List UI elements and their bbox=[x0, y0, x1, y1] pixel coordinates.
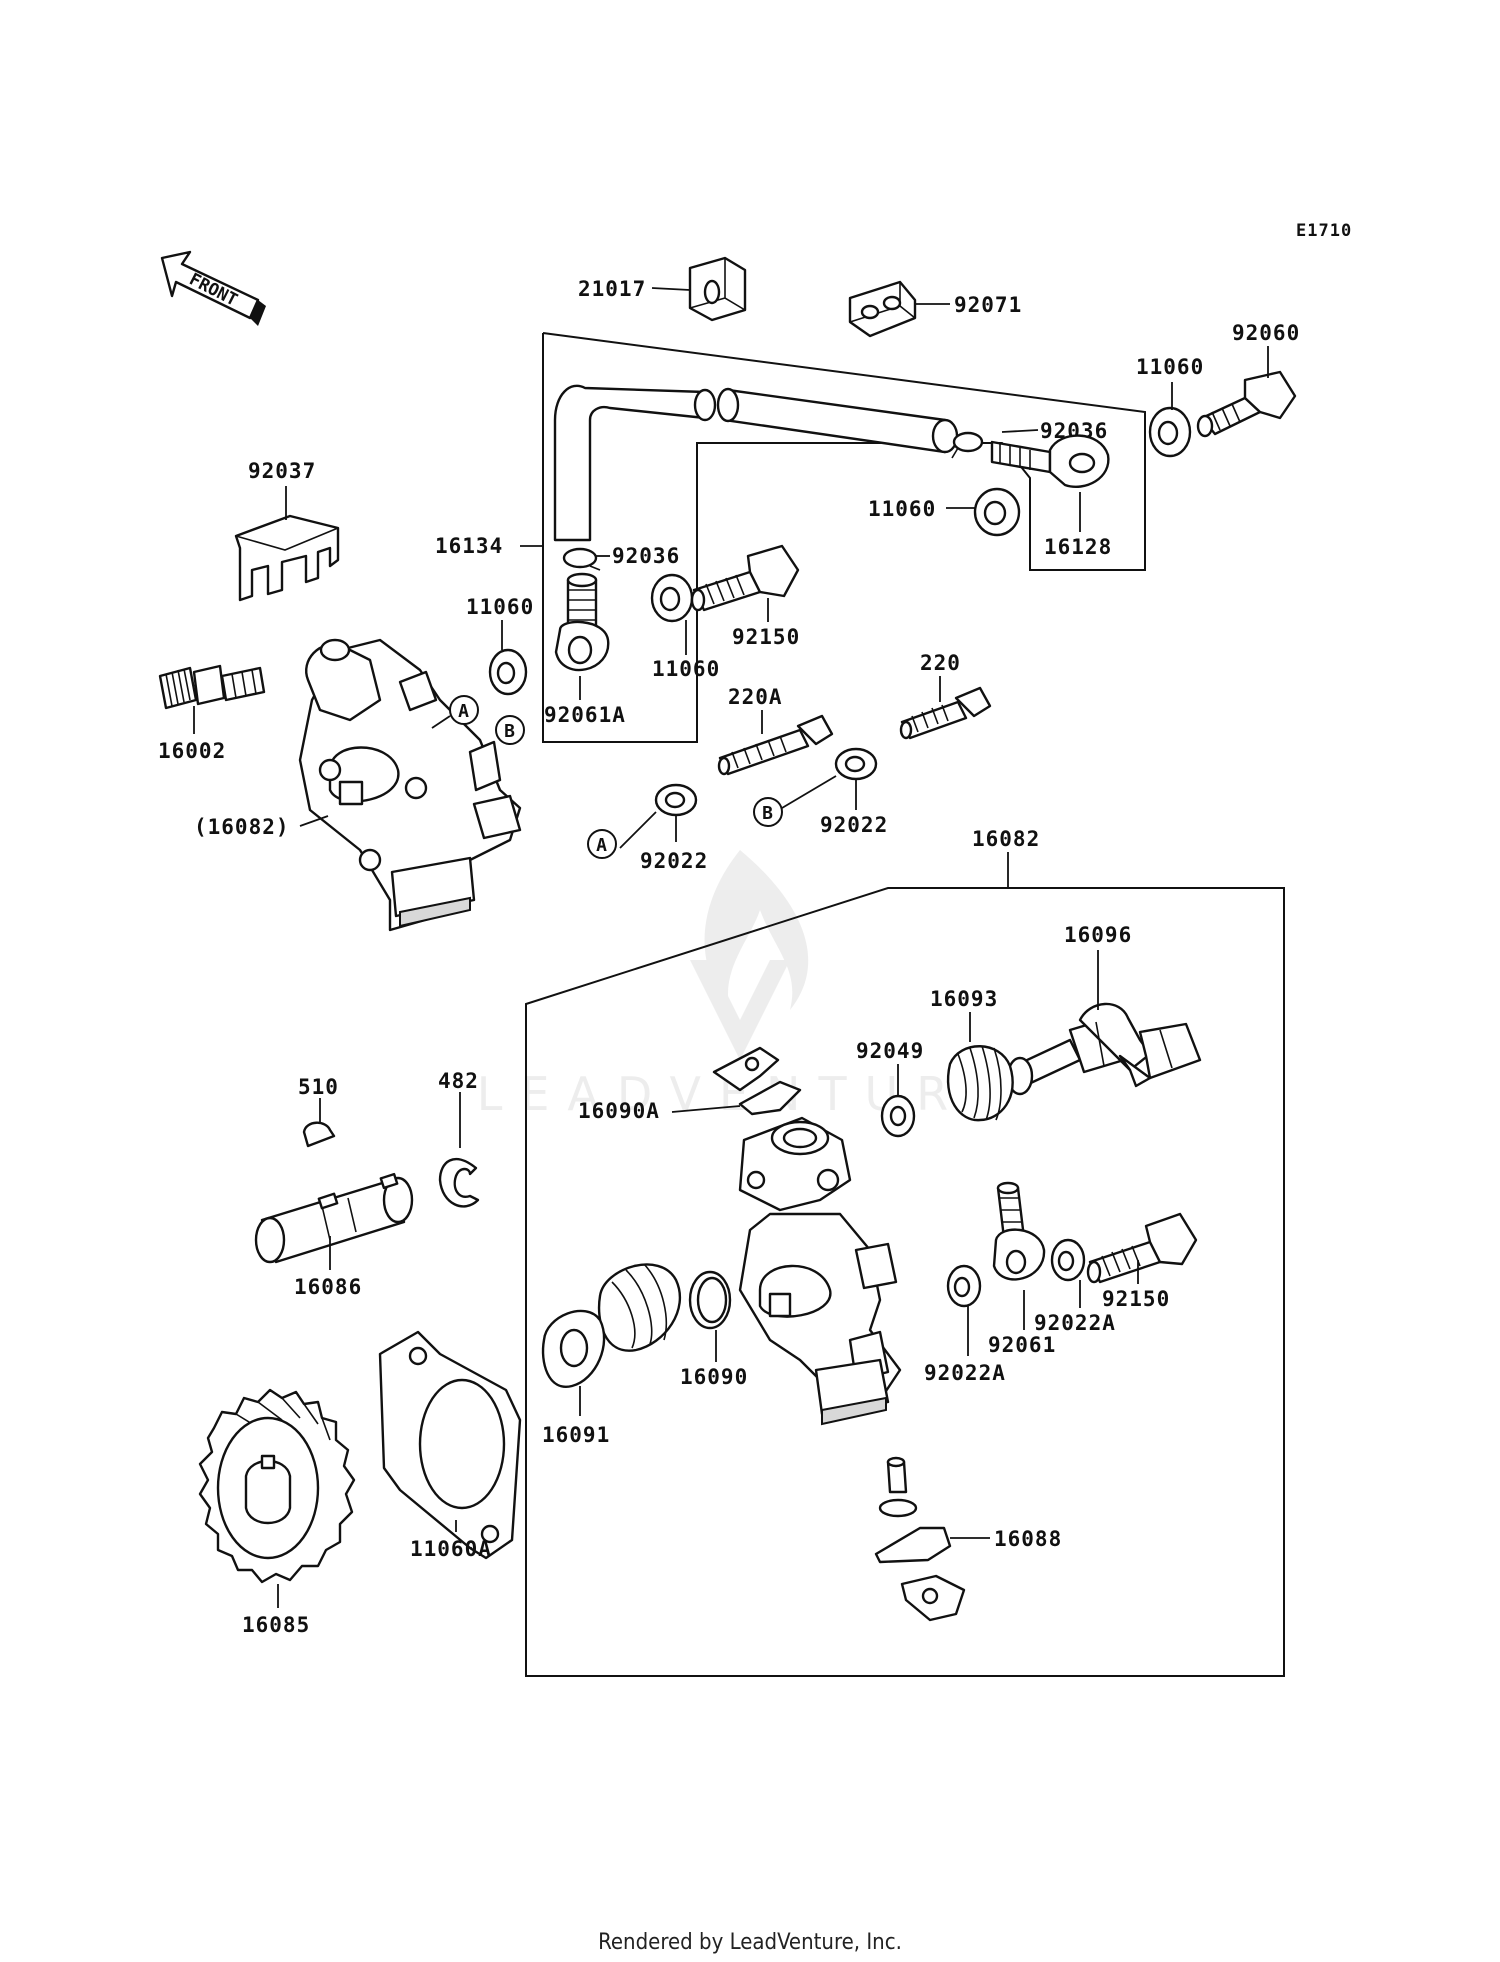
part-11060-washer-a bbox=[1148, 406, 1192, 458]
part-11060-washer-c bbox=[488, 648, 528, 696]
part-220-bolt bbox=[899, 686, 992, 740]
label-92060: 92060 bbox=[1232, 321, 1300, 345]
part-220a-bolt bbox=[717, 714, 834, 776]
diagram-code: E1710 bbox=[1296, 221, 1352, 241]
part-16134-oil-hose bbox=[553, 384, 959, 542]
label-16086: 16086 bbox=[294, 1275, 362, 1299]
label-11060-a: 11060 bbox=[1136, 355, 1204, 379]
label-92061: 92061 bbox=[988, 1333, 1056, 1357]
label-510: 510 bbox=[298, 1075, 339, 1099]
part-11060a-gasket bbox=[378, 1330, 522, 1560]
part-16088-breather bbox=[874, 1456, 966, 1622]
label-220a: 220A bbox=[728, 685, 783, 709]
part-92037-clip bbox=[234, 514, 340, 602]
ref-b-lower: B bbox=[762, 803, 774, 824]
part-16096-shaft bbox=[1006, 1002, 1202, 1096]
label-16090: 16090 bbox=[680, 1365, 748, 1389]
label-11060-d: 11060 bbox=[652, 657, 720, 681]
label-16082: 16082 bbox=[972, 827, 1040, 851]
label-92049: 92049 bbox=[856, 1039, 924, 1063]
ref-a-lower: A bbox=[596, 835, 608, 856]
part-92036-clamp-b bbox=[562, 547, 601, 571]
part-16082-pump-body bbox=[738, 1116, 902, 1426]
part-92049-seal bbox=[880, 1094, 916, 1138]
part-92022a-washer-a bbox=[1050, 1238, 1086, 1282]
ref-b-upper: B bbox=[504, 721, 516, 742]
label-92061a: 92061A bbox=[544, 703, 626, 727]
label-92037: 92037 bbox=[248, 459, 316, 483]
part-16002-adjuster bbox=[158, 664, 266, 710]
part-11060-washer-d bbox=[650, 573, 694, 623]
label-92150-a: 92150 bbox=[732, 625, 800, 649]
label-16134: 16134 bbox=[435, 534, 503, 558]
footer-credit: Rendered by LeadVenture, Inc. bbox=[598, 1930, 902, 1955]
ref-marker-a-upper: A bbox=[449, 695, 479, 725]
label-16128: 16128 bbox=[1044, 535, 1112, 559]
label-220: 220 bbox=[920, 651, 961, 675]
part-92022a-washer-b bbox=[946, 1264, 982, 1308]
label-16091: 16091 bbox=[542, 1423, 610, 1447]
pump-exploded-box bbox=[525, 887, 1285, 1677]
label-92036-b: 92036 bbox=[612, 544, 680, 568]
label-92022-b: 92022 bbox=[820, 813, 888, 837]
part-482-circlip bbox=[438, 1157, 480, 1208]
label-16082-ref: (16082) bbox=[194, 815, 290, 839]
part-92022-washer-b bbox=[834, 747, 878, 781]
label-92022-a: 92022 bbox=[640, 849, 708, 873]
label-92150-b: 92150 bbox=[1102, 1287, 1170, 1311]
part-16091-cap bbox=[541, 1263, 682, 1388]
part-16090a-gasket bbox=[712, 1046, 802, 1116]
front-arrow-icon: FRONT bbox=[160, 250, 266, 326]
label-92022a-b: 92022A bbox=[924, 1361, 1006, 1385]
part-92022-washer-a bbox=[654, 783, 698, 817]
part-11060-washer-b bbox=[973, 487, 1021, 537]
label-16002: 16002 bbox=[158, 739, 226, 763]
part-92036-clamp-a bbox=[951, 431, 984, 459]
part-16093-sleeve bbox=[946, 1045, 1014, 1122]
label-16085: 16085 bbox=[242, 1613, 310, 1637]
label-11060-c: 11060 bbox=[466, 595, 534, 619]
part-92150-banjo-bolt-a bbox=[690, 544, 800, 612]
part-92060-banjo-bolt bbox=[1196, 370, 1297, 438]
label-92022a-a: 92022A bbox=[1034, 1311, 1116, 1335]
part-92150-banjo-bolt-b bbox=[1086, 1212, 1198, 1284]
label-11060a: 11060A bbox=[410, 1537, 492, 1561]
part-16086-shaft bbox=[254, 1172, 414, 1264]
front-label: FRONT bbox=[186, 270, 241, 311]
label-16090a: 16090A bbox=[578, 1099, 660, 1123]
ref-marker-b-upper: B bbox=[495, 715, 525, 745]
part-21017-grommet bbox=[688, 256, 747, 322]
ref-marker-b-lower: B bbox=[753, 797, 783, 827]
part-92061a-banjo bbox=[554, 572, 610, 672]
label-482: 482 bbox=[438, 1069, 479, 1093]
label-92071: 92071 bbox=[954, 293, 1022, 317]
part-92061-banjo bbox=[992, 1181, 1046, 1281]
part-16082-pump-assembly-ref bbox=[298, 638, 522, 932]
label-16088: 16088 bbox=[994, 1527, 1062, 1551]
label-16093: 16093 bbox=[930, 987, 998, 1011]
label-11060-b: 11060 bbox=[868, 497, 936, 521]
ref-marker-a-lower: A bbox=[587, 829, 617, 859]
label-16096: 16096 bbox=[1064, 923, 1132, 947]
ref-a-upper: A bbox=[458, 701, 470, 722]
part-16090-oring bbox=[688, 1270, 732, 1330]
part-16128-banjo-fitting bbox=[990, 434, 1110, 488]
label-21017: 21017 bbox=[578, 277, 646, 301]
part-92071-grommet bbox=[848, 280, 917, 338]
part-510-key bbox=[302, 1121, 336, 1148]
part-16085-gear bbox=[198, 1388, 356, 1584]
